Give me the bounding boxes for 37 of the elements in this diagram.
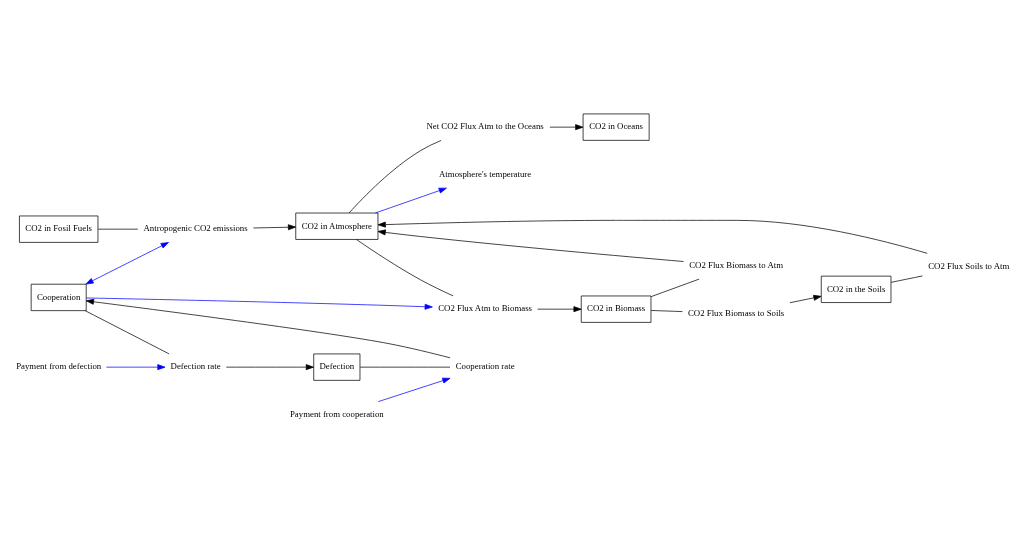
node-box: CO2 in the Soils bbox=[820, 275, 892, 303]
node-text: Payment from cooperation bbox=[289, 409, 384, 420]
node-box: CO2 in Oceans bbox=[582, 113, 650, 141]
node-text: CO2 Flux Atm to Biomass bbox=[438, 303, 533, 314]
arrow bbox=[377, 220, 928, 254]
node-text: CO2 Flux Soils to Atm bbox=[928, 260, 1010, 271]
node-text: Antropogenic CO2 emissions bbox=[143, 223, 248, 234]
arrow bbox=[85, 242, 169, 285]
node-text: Defection rate bbox=[170, 361, 221, 372]
arrow bbox=[375, 187, 447, 214]
node-box: Cooperation bbox=[30, 283, 87, 311]
arrow bbox=[85, 298, 451, 359]
arrow bbox=[377, 229, 684, 262]
arrow bbox=[377, 377, 451, 402]
connector bbox=[890, 275, 923, 283]
arrow bbox=[789, 294, 822, 304]
node-text: Net CO2 Flux Atm to the Oceans bbox=[426, 121, 544, 132]
node-text: CO2 Flux Biomass to Soils bbox=[687, 307, 785, 318]
node-text: CO2 Flux Biomass to Atm bbox=[689, 260, 784, 271]
node-text: Payment from defection bbox=[16, 361, 102, 372]
node-box: Defection bbox=[313, 353, 361, 381]
node-box: CO2 in Biomass bbox=[580, 295, 652, 323]
node-text: Cooperation rate bbox=[455, 361, 515, 372]
connector bbox=[650, 278, 700, 297]
arrow bbox=[253, 224, 297, 231]
arrow bbox=[106, 364, 166, 371]
arrow bbox=[549, 124, 584, 131]
node-box: CO2 in Fosil Fuels bbox=[19, 215, 99, 243]
arrow bbox=[85, 297, 433, 310]
connector bbox=[356, 239, 454, 297]
arrow bbox=[537, 306, 582, 313]
node-box: CO2 in Atmosphere bbox=[295, 212, 379, 240]
connector bbox=[348, 140, 442, 214]
arrow bbox=[225, 364, 314, 371]
connector bbox=[650, 310, 683, 312]
node-text: Atmosphere's temperature bbox=[439, 169, 532, 180]
connector bbox=[84, 310, 170, 355]
